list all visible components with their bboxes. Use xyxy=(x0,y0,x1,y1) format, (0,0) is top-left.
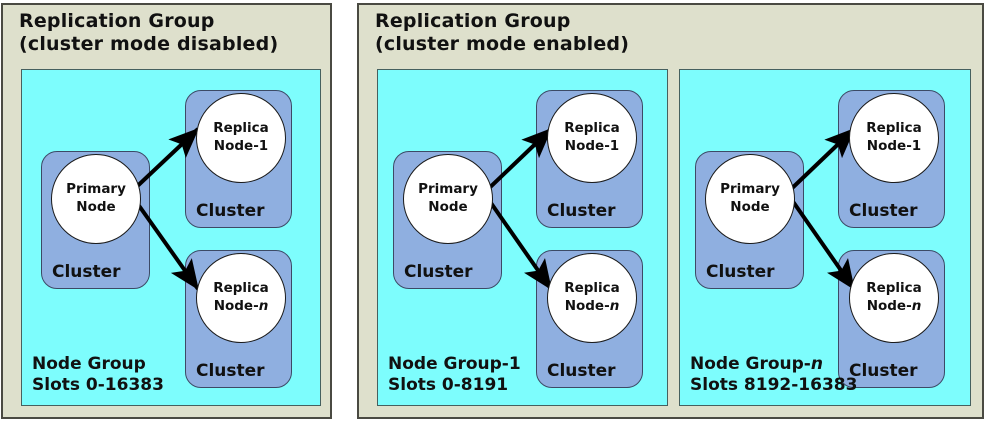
replica-1-node-label-line1: Replica xyxy=(564,120,620,137)
node-group-label-line1: Node Group-1 xyxy=(388,354,521,374)
replica-1-node-label-line1: Replica xyxy=(866,120,922,137)
primary-node-circle[interactable]: Primary Node xyxy=(51,154,141,244)
replica-n-node-label-line2-italic: n xyxy=(911,298,922,314)
primary-node-circle[interactable]: Primary Node xyxy=(705,154,795,244)
replication-group-title-line2: (cluster mode enabled) xyxy=(375,33,630,56)
replication-group-cluster-mode-disabled: Replication Group(cluster mode disabled)… xyxy=(1,3,332,419)
cluster-label: Cluster xyxy=(196,201,265,221)
replica-1-node-label-line2: Node-1 xyxy=(213,138,269,154)
replica-1-node-label-line2: Node-1 xyxy=(866,138,922,154)
node-group-label-line1-text: Node Group-1 xyxy=(388,353,521,374)
replication-group-title-line2: (cluster mode disabled) xyxy=(19,33,279,56)
cluster-label: Cluster xyxy=(547,361,616,381)
node-group-all-slots: Cluster Primary Node Cluster Replica Nod… xyxy=(21,69,321,406)
cluster-label: Cluster xyxy=(196,361,265,381)
replica-n-node-label-line2: Node-n xyxy=(867,298,922,316)
replica-1-node-circle[interactable]: Replica Node-1 xyxy=(849,93,939,183)
replication-group-title-line1: Replication Group xyxy=(19,10,215,32)
cluster-label: Cluster xyxy=(52,262,121,282)
primary-node-label-line2: Node xyxy=(428,199,468,215)
replica-n-node-circle[interactable]: Replica Node-n xyxy=(547,253,637,343)
replica-1-node-label-line1: Replica xyxy=(213,120,269,137)
replica-n-node-label-line1: Replica xyxy=(213,280,269,297)
node-group-label-line1: Node Group xyxy=(32,353,146,374)
replication-group-title: Replication Group(cluster mode disabled) xyxy=(19,10,278,56)
cluster-label: Cluster xyxy=(849,361,918,381)
node-group-label-line1-italic: n xyxy=(810,353,823,374)
node-group-label-line2: Slots 0-16383 xyxy=(32,375,164,396)
node-group-label-line2: Slots 0-8191 xyxy=(388,375,509,396)
primary-node-label-line2: Node xyxy=(730,199,770,215)
node-group-n: Cluster Primary Node Cluster Replica Nod… xyxy=(679,69,971,406)
replica-n-node-label-line1: Replica xyxy=(866,280,922,297)
replica-n-node-circle[interactable]: Replica Node-n xyxy=(849,253,939,343)
replication-group-title-line1: Replication Group xyxy=(375,10,571,32)
replication-group-title: Replication Group(cluster mode enabled) xyxy=(375,10,629,56)
primary-node-label-line2: Node xyxy=(76,199,116,215)
primary-node-circle[interactable]: Primary Node xyxy=(403,154,493,244)
cluster-label: Cluster xyxy=(849,201,918,221)
node-group-label-line2: Slots 8192-16383 xyxy=(690,375,858,396)
primary-node-label-line1: Primary xyxy=(66,181,126,198)
replica-1-node-circle[interactable]: Replica Node-1 xyxy=(196,93,286,183)
replica-n-node-circle[interactable]: Replica Node-n xyxy=(196,253,286,343)
node-group-1: Cluster Primary Node Cluster Replica Nod… xyxy=(377,69,668,406)
replica-n-node-label-line2-text: Node- xyxy=(866,298,912,314)
replica-1-node-circle[interactable]: Replica Node-1 xyxy=(547,93,637,183)
replica-1-node-label-line2: Node-1 xyxy=(564,138,620,154)
replica-n-node-label-line1: Replica xyxy=(564,280,620,297)
replica-n-node-label-line2-text: Node- xyxy=(564,298,610,314)
node-group-label-line1-text: Node Group- xyxy=(690,353,811,374)
primary-node-label-line1: Primary xyxy=(418,181,478,198)
cluster-label: Cluster xyxy=(404,262,473,282)
cluster-label: Cluster xyxy=(706,262,775,282)
primary-node-label-line1: Primary xyxy=(720,181,780,198)
replica-n-node-label-line2: Node-n xyxy=(214,298,269,316)
node-group-label-line1: Node Group-n xyxy=(690,354,823,374)
replica-n-node-label-line2-italic: n xyxy=(258,298,269,314)
replica-n-node-label-line2: Node-n xyxy=(565,298,620,316)
replica-n-node-label-line2-text: Node- xyxy=(213,298,259,314)
cluster-label: Cluster xyxy=(547,201,616,221)
replica-n-node-label-line2-italic: n xyxy=(609,298,620,314)
replication-group-cluster-mode-enabled: Replication Group(cluster mode enabled) … xyxy=(357,3,984,419)
